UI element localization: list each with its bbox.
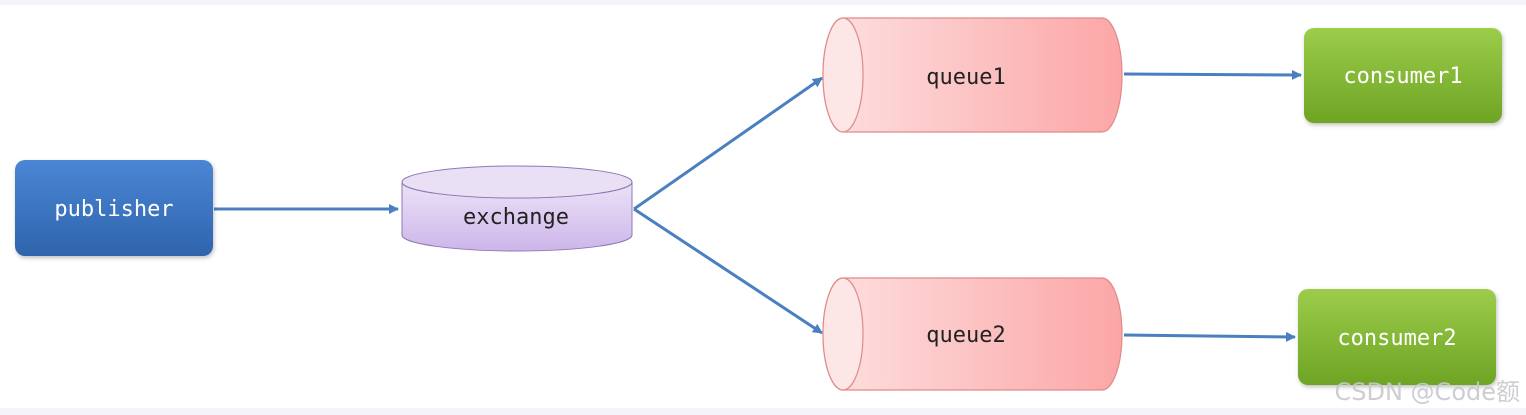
queue1-node: queue1 [822,17,1123,133]
edge-queue1-consumer1 [1123,69,1302,80]
edge-queue2-consumer2 [1123,331,1296,342]
queue2-node: queue2 [822,277,1123,391]
consumer1-label: consumer1 [1343,64,1462,89]
publisher-node: publisher [15,160,213,256]
edge-exchange-queue1 [633,76,823,211]
consumer1-node: consumer1 [1304,28,1502,123]
exchange-node: exchange [401,165,633,252]
consumer2-label: consumer2 [1337,326,1456,351]
edge-exchange-queue2 [633,207,823,335]
queue2-label: queue2 [926,323,1005,348]
diagram-canvas [0,5,1526,408]
watermark: CSDN @Code额 [1334,378,1521,406]
queue1-label: queue1 [926,65,1005,90]
consumer2-node: consumer2 [1298,289,1496,385]
publisher-label: publisher [54,197,173,222]
exchange-label: exchange [463,205,569,230]
